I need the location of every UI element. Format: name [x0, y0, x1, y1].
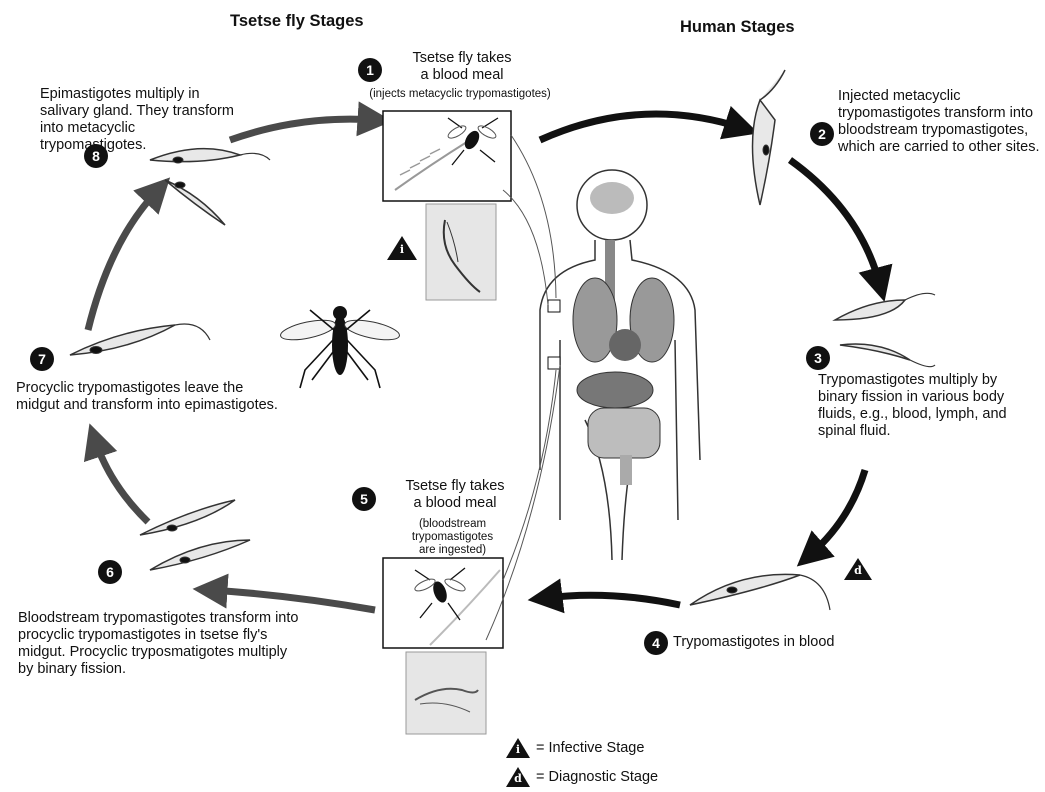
parasite-stage-2	[753, 70, 786, 205]
step-1-title: Tsetse fly takes a blood meal	[392, 50, 532, 84]
step-6-text: Bloodstream trypomastigotes transform in…	[18, 610, 306, 678]
arrow-6-to-7	[95, 440, 148, 522]
tsetse-stages-header: Tsetse fly Stages	[230, 12, 364, 31]
step-8-text: Epimastigotes multiply in salivary gland…	[40, 86, 235, 154]
diagnostic-marker: d	[844, 558, 878, 585]
step-6-number: 6	[98, 560, 122, 584]
step-5-number: 5	[352, 487, 376, 511]
step-4-text: Trypomastigotes in blood	[673, 634, 883, 651]
human-stages-header: Human Stages	[680, 18, 795, 37]
step-3-number: 3	[806, 346, 830, 370]
tsetse-fly-illustration	[279, 306, 401, 388]
legend-diagnostic: d = Diagnostic Stage	[506, 765, 658, 789]
parasite-stage-3	[835, 293, 935, 366]
step-7-number: 7	[30, 347, 54, 371]
arrow-1-to-2	[540, 114, 742, 140]
legend-infective-label: = Infective Stage	[536, 740, 644, 756]
step-5-note: (bloodstream trypomastigotes are ingeste…	[380, 518, 525, 557]
step-2-number: 2	[810, 122, 834, 146]
metacyclic-inset	[426, 204, 496, 300]
fly-bite-panel-5	[383, 558, 503, 648]
step-3-text: Trypomastigotes multiply by binary fissi…	[818, 372, 1018, 440]
arrow-2-to-3	[790, 160, 880, 285]
parasite-stage-4	[690, 574, 830, 610]
step-2-text: Injected metacyclic trypomastigotes tran…	[838, 88, 1043, 156]
arrow-5-to-6	[210, 590, 375, 610]
parasite-stage-8	[150, 149, 270, 225]
step-7-text: Procyclic trypomastigotes leave the midg…	[16, 380, 286, 414]
step-1-note: (injects metacyclic trypomastigotes)	[355, 88, 565, 101]
legend-diagnostic-label: = Diagnostic Stage	[536, 769, 658, 785]
arrow-8-to-1	[230, 119, 375, 140]
bloodstream-inset	[406, 652, 486, 734]
step-1-number: 1	[358, 58, 382, 82]
legend-infective: i = Infective Stage	[506, 736, 644, 760]
parasite-stage-6	[140, 500, 250, 570]
legend-infective-symbol: i	[513, 743, 523, 757]
infective-marker: i	[387, 236, 423, 265]
arrow-4-to-5	[545, 595, 680, 605]
arrow-3-to-4	[810, 470, 865, 555]
legend-diagnostic-symbol: d	[513, 772, 523, 786]
fly-bite-panel-1	[383, 111, 511, 201]
step-4-number: 4	[644, 631, 668, 655]
arrow-7-to-8	[88, 190, 158, 330]
step-5-title: Tsetse fly takes a blood meal	[390, 478, 520, 512]
human-body-illustration	[486, 135, 700, 640]
